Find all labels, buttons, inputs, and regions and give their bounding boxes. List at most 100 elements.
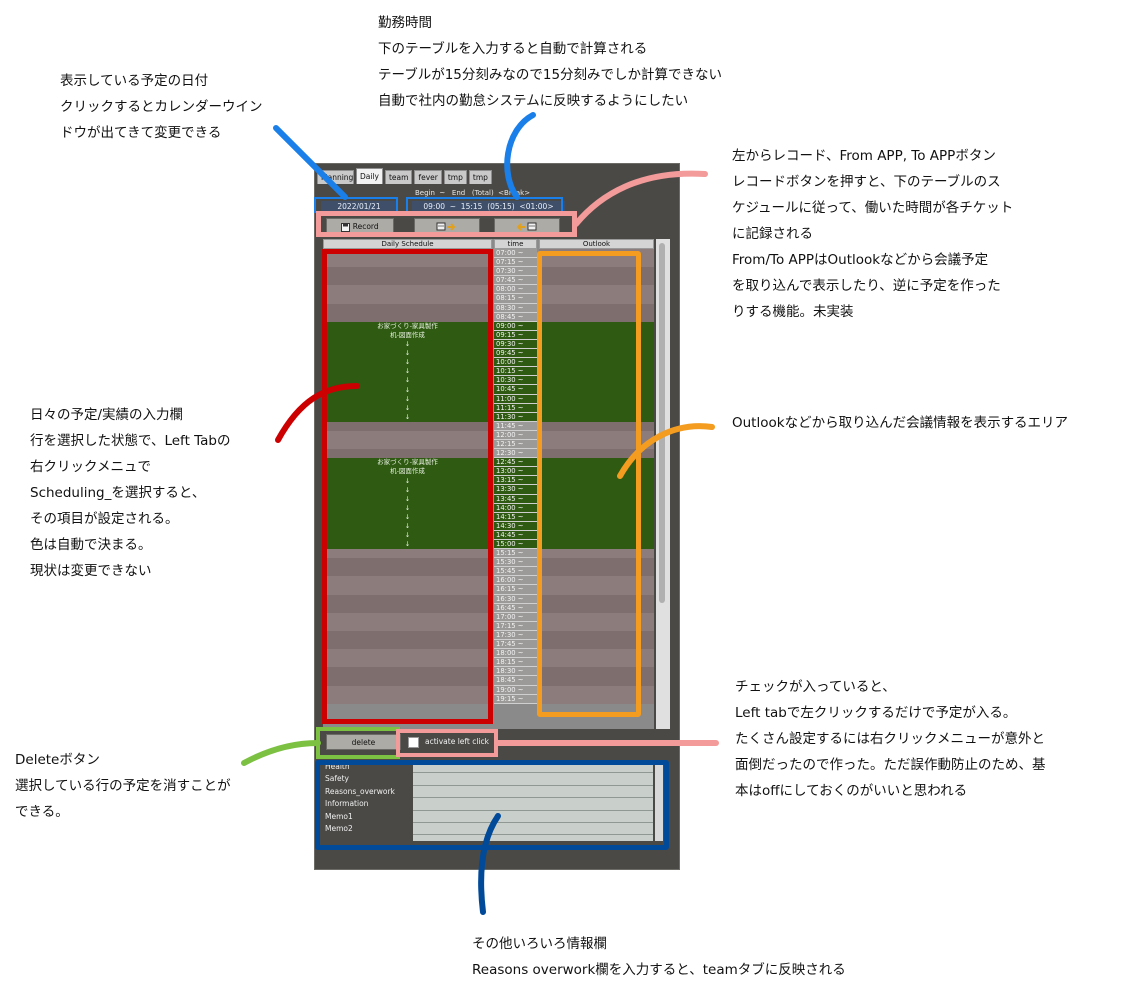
schedule-row[interactable] — [323, 576, 492, 586]
schedule-row[interactable] — [323, 276, 492, 286]
schedule-row[interactable] — [323, 439, 492, 450]
schedule-row[interactable] — [323, 458, 492, 468]
schedule-row[interactable] — [323, 321, 492, 331]
info-labels: Health Safety Reasons_overwork Informati… — [321, 761, 413, 841]
info-field-memo2[interactable] — [413, 823, 653, 836]
time-cell: 09:45 ~ — [494, 349, 537, 359]
schedule-row[interactable] — [323, 694, 492, 704]
daily-schedule-column[interactable]: お家づくり-家具製作机-図面作成↓↓↓↓↓↓↓↓↓お家づくり-家具製作机-図面作… — [323, 249, 492, 704]
schedule-row[interactable] — [323, 349, 492, 359]
continuation-arrow: ↓ — [404, 540, 411, 549]
tab-planning[interactable]: Planning — [317, 170, 354, 184]
schedule-row[interactable] — [323, 476, 492, 486]
delete-button[interactable]: delete — [326, 734, 401, 750]
schedule-row[interactable] — [323, 485, 492, 495]
schedule-row[interactable] — [323, 312, 492, 322]
continuation-arrow: ↓ — [404, 503, 411, 512]
schedule-row[interactable] — [323, 412, 492, 422]
schedule-row[interactable] — [323, 585, 492, 595]
schedule-row[interactable] — [323, 549, 492, 559]
schedule-row[interactable] — [323, 594, 492, 604]
schedule-row[interactable] — [323, 558, 492, 568]
outlook-row — [539, 612, 654, 622]
schedule-row[interactable] — [323, 494, 492, 504]
annotation-line: たくさん設定するには右クリックメニューが意外と — [735, 731, 1045, 747]
annotation-line: ドウが出てきて変更できる — [60, 125, 222, 141]
tab-tmp-1[interactable]: tmp — [443, 170, 467, 184]
info-field-reasons-overwork[interactable] — [413, 786, 653, 799]
schedule-row[interactable] — [323, 403, 492, 413]
info-field-health[interactable] — [413, 761, 653, 774]
app-window: Planning Daily team fever tmp tmp Begin … — [314, 163, 680, 870]
continuation-arrow: ↓ — [404, 340, 411, 348]
schedule-row[interactable] — [323, 376, 492, 386]
scrollbar-thumb[interactable] — [659, 243, 665, 603]
tab-fever[interactable]: fever — [414, 170, 442, 184]
annotation-line: Reasons overwork欄を入力すると、teamタブに反映される — [472, 962, 846, 978]
annotation-line: クリックするとカレンダーウイン — [60, 99, 263, 115]
schedule-row[interactable] — [323, 540, 492, 550]
info-field-memo1[interactable] — [413, 811, 653, 823]
schedule-row[interactable] — [323, 358, 492, 368]
activate-left-click-checkbox[interactable]: activate left click — [408, 735, 489, 749]
info-values[interactable] — [413, 761, 653, 841]
time-cell: 16:15 ~ — [494, 585, 537, 595]
tab-daily[interactable]: Daily — [356, 168, 383, 184]
schedule-row[interactable] — [323, 258, 492, 268]
tab-team[interactable]: team — [384, 170, 413, 184]
checkbox-box[interactable] — [408, 736, 419, 748]
annotation-line: レコードボタンを押すと、下のテーブルのス — [732, 174, 1001, 190]
outlook-column — [539, 249, 654, 704]
schedule-row[interactable] — [323, 449, 492, 459]
annotation-line: 現状は変更できない — [30, 563, 152, 579]
info-field-information[interactable] — [413, 798, 653, 811]
time-cell: 11:45 ~ — [494, 421, 537, 431]
schedule-row[interactable] — [323, 430, 492, 440]
annotation-line: From/To APPはOutlookなどから会議予定 — [732, 252, 989, 268]
schedule-row[interactable] — [323, 612, 492, 622]
schedule-row[interactable] — [323, 521, 492, 531]
schedule-row[interactable] — [323, 330, 492, 340]
outlook-row — [539, 603, 654, 613]
schedule-row[interactable] — [323, 658, 492, 668]
schedule-row[interactable] — [323, 467, 492, 477]
schedule-row[interactable] — [323, 339, 492, 350]
annotation-line: 本はoffにしておくのがいいと思われる — [735, 783, 968, 799]
schedule-row[interactable] — [323, 640, 492, 650]
info-field-safety[interactable] — [413, 773, 653, 786]
annotation-line: Left tabで左クリックするだけで予定が入る。 — [735, 705, 1017, 721]
schedule-row[interactable] — [323, 685, 492, 695]
schedule-row[interactable] — [323, 676, 492, 686]
schedule-row[interactable] — [323, 512, 492, 522]
schedule-row[interactable] — [323, 567, 492, 577]
time-cell: 14:30 ~ — [494, 521, 537, 531]
schedule-row[interactable] — [323, 421, 492, 431]
schedule-row[interactable] — [323, 667, 492, 677]
schedule-row[interactable] — [323, 621, 492, 631]
time-cell: 10:30 ~ — [494, 376, 537, 386]
outlook-row — [539, 403, 654, 413]
info-scrollbar[interactable] — [655, 761, 663, 841]
schedule-row[interactable] — [323, 503, 492, 513]
schedule-row[interactable] — [323, 394, 492, 404]
schedule-row[interactable] — [323, 303, 492, 313]
tab-tmp-2[interactable]: tmp — [468, 170, 492, 184]
schedule-row[interactable] — [323, 267, 492, 277]
annotation-line: 表示している予定の日付 — [60, 73, 209, 89]
date-field[interactable]: 2022/01/21 — [321, 201, 397, 212]
task-label: お家づくり-家具製作 — [377, 458, 438, 467]
time-cell: 15:30 ~ — [494, 558, 537, 568]
schedule-row[interactable] — [323, 530, 492, 540]
record-button-label: Record — [352, 222, 379, 231]
schedule-row[interactable] — [323, 385, 492, 395]
time-cell: 09:00 ~ — [494, 321, 537, 331]
schedule-row[interactable] — [323, 603, 492, 613]
schedule-scrollbar[interactable] — [656, 239, 670, 729]
schedule-row[interactable] — [323, 294, 492, 304]
schedule-row[interactable] — [323, 285, 492, 295]
schedule-row[interactable] — [323, 630, 492, 641]
info-label-safety: Safety — [325, 774, 349, 784]
schedule-row[interactable] — [323, 367, 492, 377]
schedule-row[interactable] — [323, 649, 492, 659]
time-cell: 11:00 ~ — [494, 394, 537, 404]
